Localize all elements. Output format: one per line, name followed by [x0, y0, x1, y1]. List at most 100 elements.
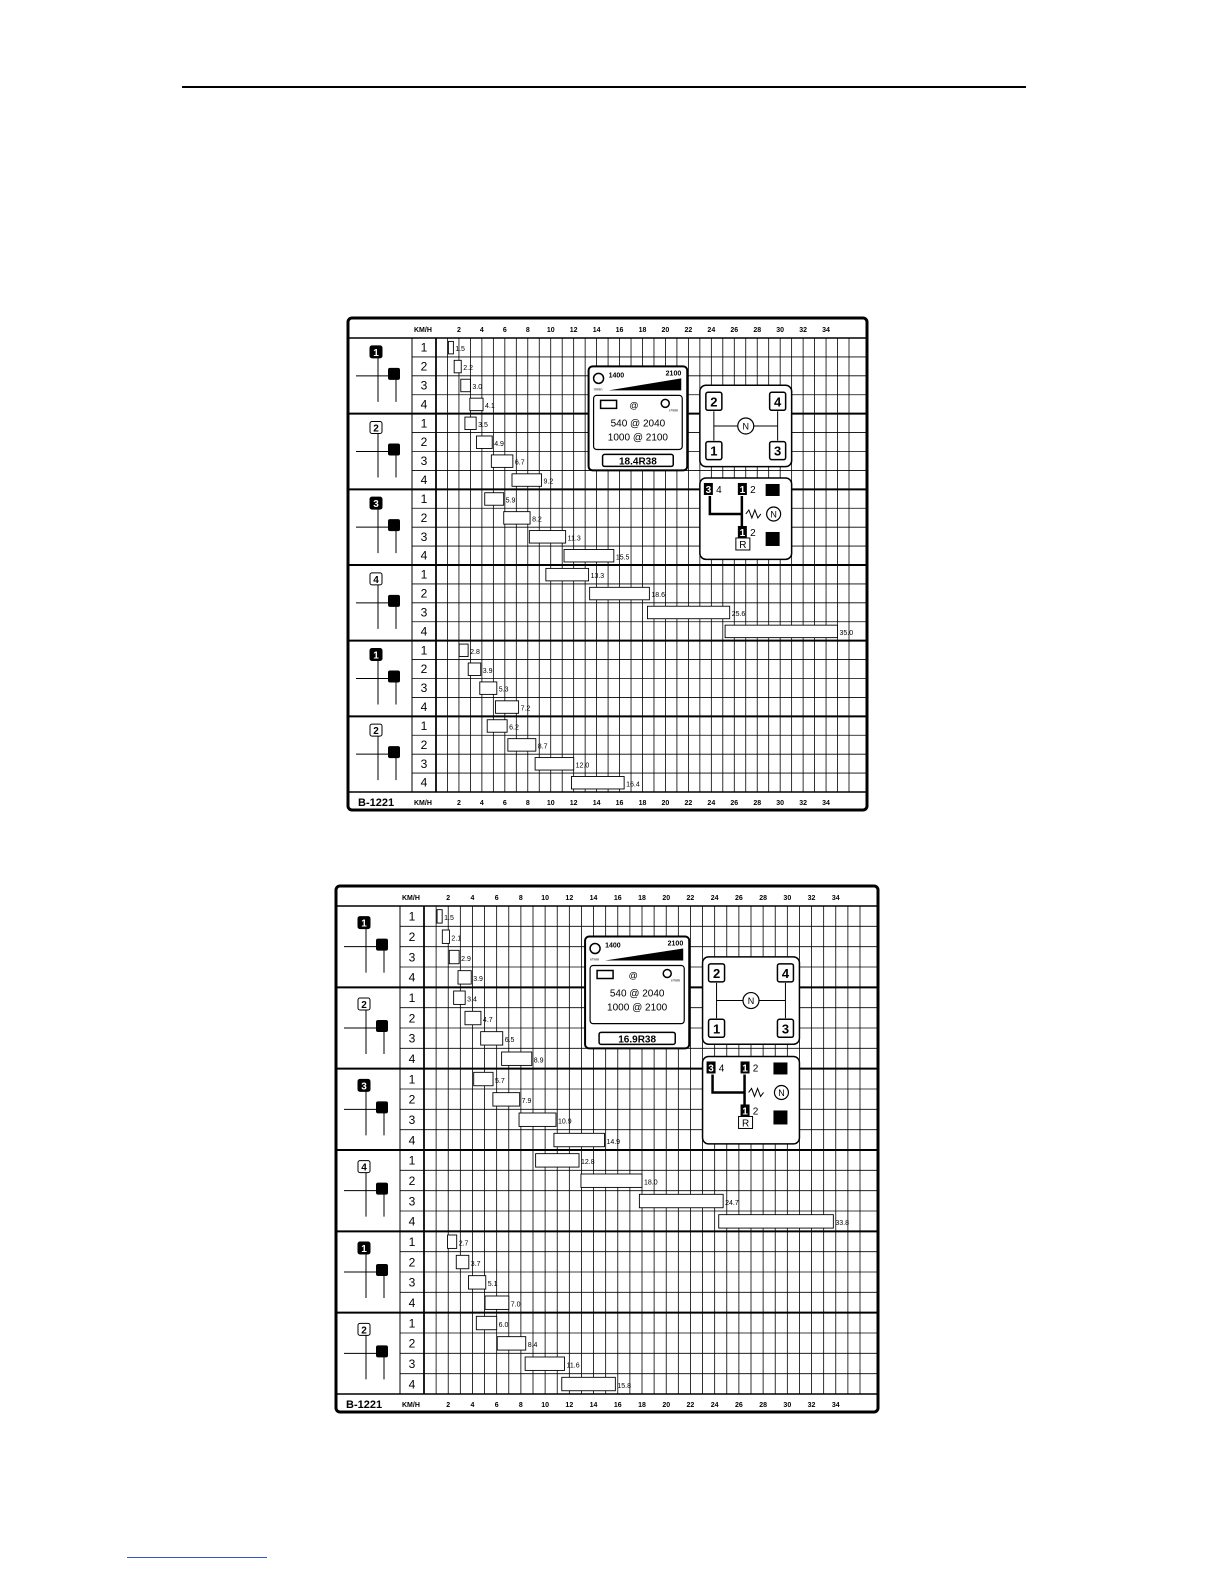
speed-bar: [511, 473, 542, 487]
tick-label-top: 24: [707, 327, 715, 334]
gear-row-number: 1: [421, 416, 428, 430]
speed-label: 2.1: [451, 936, 461, 943]
rpm-max: 2100: [666, 370, 682, 377]
gear-row-number: 1: [421, 568, 428, 582]
speed-label: 24.7: [725, 1200, 739, 1207]
range-2-label: 2: [753, 1063, 759, 1074]
gear-row-number: 4: [421, 624, 428, 638]
speed-label: 11.3: [568, 535, 581, 542]
range-1b-label: 1: [740, 528, 746, 539]
tick-label-bottom: 20: [662, 800, 670, 807]
tick-label-bottom: 16: [616, 800, 624, 807]
tire-box: [601, 453, 674, 468]
gear-position-label: 2: [710, 394, 717, 409]
speed-bar: [458, 643, 469, 658]
speed-label: 6.7: [515, 460, 525, 467]
speed-bar: [457, 970, 472, 985]
tick-label-bottom: 12: [565, 1402, 573, 1409]
gear-badge-icon: [357, 997, 371, 1011]
tick-label-top: 8: [519, 895, 523, 902]
gear-badge-icon: [369, 723, 383, 737]
speed-label: 33.8: [835, 1220, 849, 1227]
tick-label-top: 2: [446, 895, 450, 902]
speed-label: 1.5: [444, 915, 454, 922]
speed-bar: [436, 909, 443, 924]
engine-icon: [592, 372, 605, 385]
speed-label: 3.9: [473, 976, 483, 983]
tick-label-bottom: 32: [799, 800, 807, 807]
pto-at-symbol: @: [629, 400, 638, 410]
tick-label-bottom: 2: [446, 1402, 450, 1409]
neutral-circle: [737, 417, 755, 435]
range-1-badge: [737, 482, 747, 495]
speed-bar: [589, 586, 650, 601]
gear-row-number: 1: [409, 1072, 416, 1086]
rpm-min: 1400: [609, 372, 625, 379]
gear-row-number: 3: [409, 1276, 416, 1290]
gear-badge-icon: [369, 421, 383, 434]
spring-icon: [745, 508, 762, 520]
speed-label: 7.0: [511, 1302, 521, 1309]
tick-label-top: 18: [638, 895, 646, 902]
gear-badge-icon: [357, 1078, 371, 1092]
gear-row-number: 1: [409, 1316, 416, 1330]
tick-label-bottom: 6: [503, 800, 507, 807]
tick-label-bottom: 18: [639, 800, 647, 807]
tick-label-bottom: 28: [759, 1402, 767, 1409]
speed-bar: [484, 1295, 510, 1310]
pto-unit: r/min: [669, 407, 678, 412]
gear-row-number: 4: [409, 971, 416, 985]
gear-position-box: [768, 440, 787, 461]
gear-row-number: 2: [421, 360, 428, 374]
gear-position-label: 1: [713, 1021, 720, 1036]
speed-label: 4.1: [485, 403, 495, 410]
range-2b-label: 2: [750, 528, 756, 539]
gear-row-number: 4: [409, 1052, 416, 1066]
rpm-range-wedge: [608, 378, 682, 391]
axis-unit-top: KM/H: [414, 327, 432, 334]
gear-badge-label: 3: [361, 1081, 367, 1092]
tick-label-bottom: 24: [711, 1402, 719, 1409]
tick-label-top: 22: [684, 327, 692, 334]
range-3-badge: [706, 1061, 716, 1074]
gear-badge-label: 1: [361, 919, 367, 930]
speed-bar: [480, 1031, 504, 1046]
speed-bar: [524, 1356, 565, 1371]
range-neutral-circle: [773, 1084, 790, 1101]
speed-bar: [571, 776, 625, 790]
tick-label-top: 12: [570, 327, 578, 334]
speed-label: 2.9: [461, 956, 471, 963]
pto-box: [592, 394, 683, 451]
tick-label-bottom: 4: [470, 1402, 474, 1409]
axis-unit-bottom: KM/H: [414, 800, 432, 807]
reverse-box: [738, 1115, 754, 1129]
range-3-label: 3: [706, 485, 712, 496]
speed-label: 2.2: [463, 365, 473, 372]
gear-row-number: 2: [409, 1174, 416, 1188]
gear-row-number: 4: [421, 397, 428, 411]
speed-label: 18.6: [651, 592, 665, 599]
tick-label-top: 2: [457, 327, 461, 334]
speed-bar: [473, 1071, 494, 1087]
tick-label-top: 4: [470, 895, 474, 902]
tick-label-bottom: 30: [783, 1402, 791, 1409]
tick-label-top: 24: [711, 895, 719, 902]
range-neutral-label: N: [778, 1088, 785, 1098]
gear-badge-icon: [357, 1160, 371, 1174]
gear-row-number: 2: [409, 1255, 416, 1269]
speed-label: 6.2: [509, 725, 519, 732]
pto-engine-icon: [660, 398, 670, 409]
speed-label: 5.1: [488, 1281, 498, 1288]
pto-unit: r/min: [671, 978, 680, 983]
pto-icon: [599, 399, 618, 410]
rpm-unit: r/min: [590, 957, 599, 962]
tick-label-bottom: 2: [457, 800, 461, 807]
gear-position-label: 4: [782, 966, 790, 981]
tick-label-top: 20: [662, 327, 670, 334]
gear-row-number: 2: [421, 662, 428, 676]
speed-bar: [475, 1315, 498, 1331]
tick-label-bottom: 14: [590, 1402, 598, 1409]
gear-row-number: 2: [409, 930, 416, 944]
gear-row-number: 3: [409, 1194, 416, 1208]
